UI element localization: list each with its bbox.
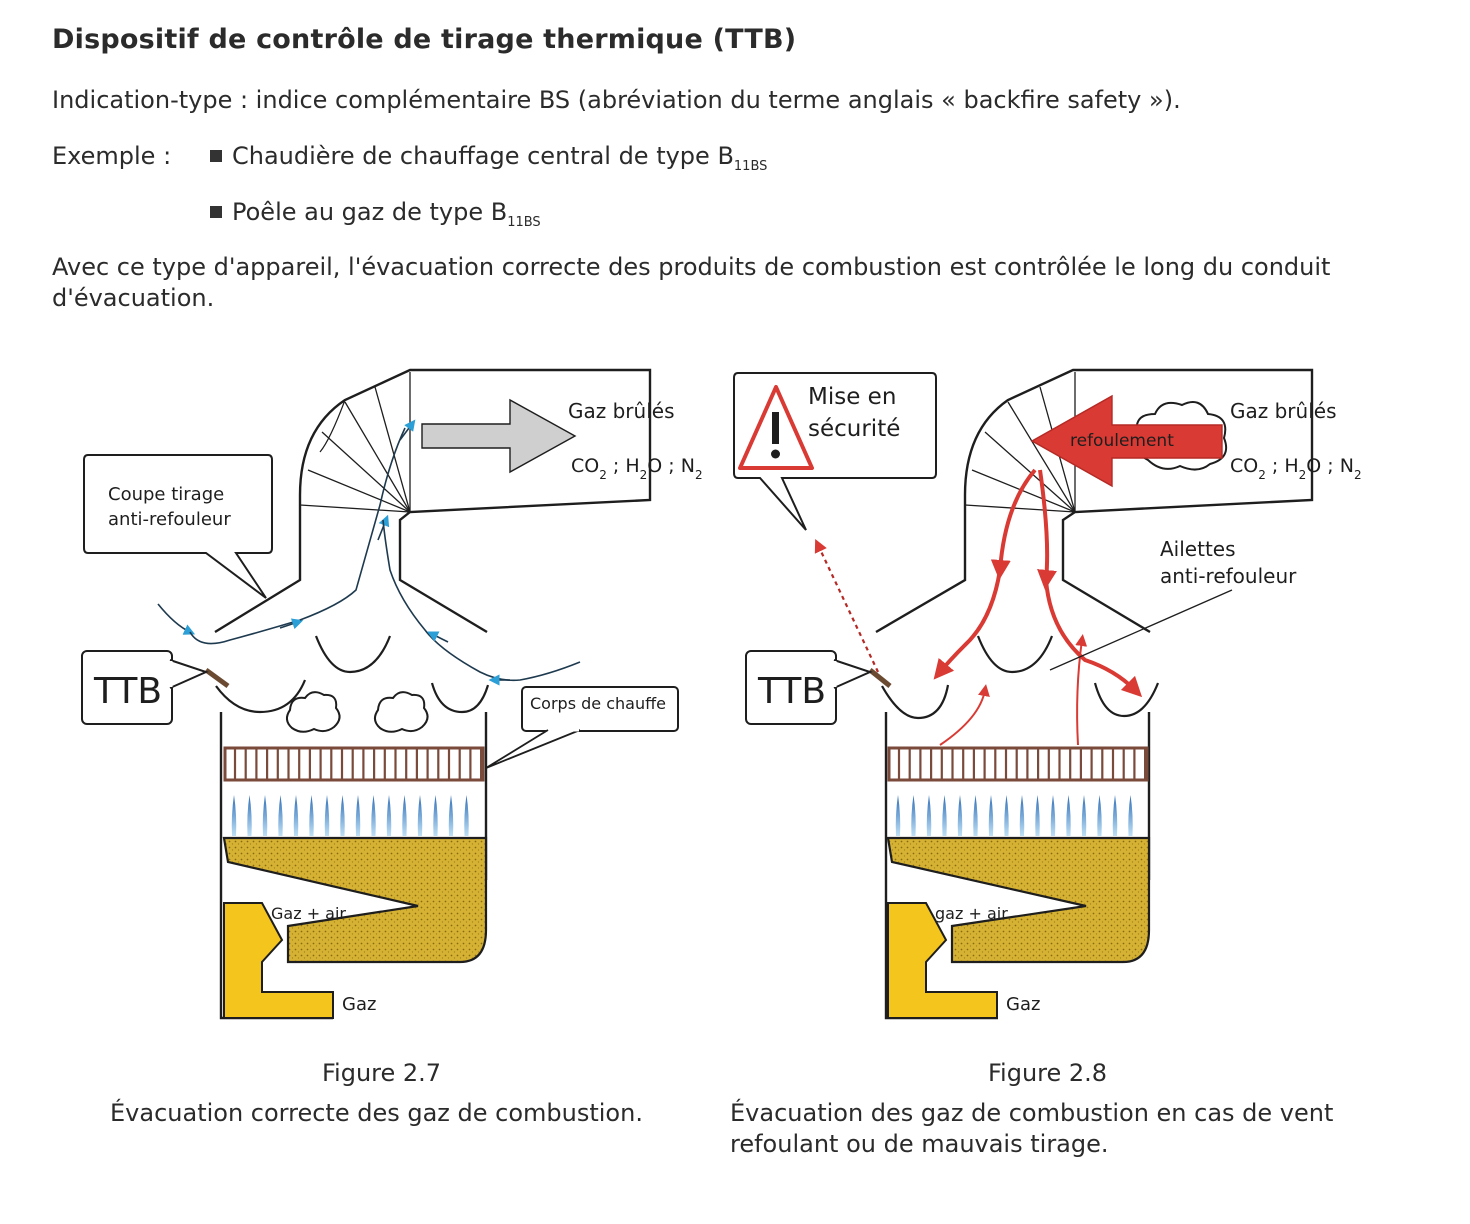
flame-icon bbox=[247, 795, 252, 836]
bullet-icon bbox=[210, 206, 222, 218]
flame-icon bbox=[433, 795, 438, 836]
indication-type: Indication-type : indice complémentaire … bbox=[52, 86, 1181, 114]
flame-icon bbox=[957, 795, 963, 836]
flame-icon bbox=[895, 795, 901, 836]
label-corps-chauffe: Corps de chauffe bbox=[530, 694, 666, 713]
flame-icon bbox=[262, 795, 268, 836]
cloud-icon bbox=[286, 691, 429, 733]
bullet-icon bbox=[210, 150, 222, 162]
flame-icon bbox=[231, 795, 237, 836]
flame-icon bbox=[278, 795, 283, 836]
exhaust-arrow-icon bbox=[421, 398, 577, 474]
flame-icon bbox=[371, 795, 376, 836]
flame-icon bbox=[1128, 795, 1133, 836]
flame-icon bbox=[402, 795, 407, 836]
burner-body bbox=[222, 836, 488, 964]
figure-2-8-caption-line2: refoulant ou de mauvais tirage. bbox=[730, 1130, 1109, 1158]
backflow-lines-thin bbox=[939, 634, 1088, 746]
label-anti-refouleur: anti-refouleur bbox=[1160, 564, 1297, 588]
ttb-sensor bbox=[868, 668, 892, 688]
flame-icon bbox=[1097, 795, 1102, 836]
figure-2-8: Mise en sécurité refoulement Gaz brûlés … bbox=[733, 368, 1362, 1020]
heat-exchanger bbox=[223, 746, 485, 782]
backflow-arrow-icon bbox=[1030, 394, 1223, 488]
label-mise-en: Mise en bbox=[808, 384, 896, 410]
flow-lines bbox=[157, 419, 581, 686]
label-ttb: TTB bbox=[93, 671, 162, 712]
burner-body bbox=[886, 836, 1151, 964]
label-securite: sécurité bbox=[808, 416, 900, 442]
flame-icon bbox=[988, 795, 994, 836]
backflow-lines bbox=[933, 468, 1143, 698]
anti-backflow-fins bbox=[299, 372, 411, 513]
flame-icon bbox=[1081, 795, 1087, 836]
figure-2-7-number: Figure 2.7 bbox=[322, 1059, 442, 1087]
burner-flames bbox=[895, 795, 1133, 836]
flame-icon bbox=[293, 795, 299, 836]
callout-coupe-tirage bbox=[83, 454, 273, 599]
flame-icon bbox=[1004, 795, 1009, 836]
label-gaz: Gaz bbox=[1006, 994, 1040, 1015]
label-gaz-air: Gaz + air bbox=[271, 904, 346, 923]
figure-2-7: Coupe tirage anti-refouleur TTB Corps de… bbox=[81, 368, 703, 1020]
heat-exchanger bbox=[887, 746, 1149, 782]
flame-icon bbox=[340, 795, 345, 836]
gas-pipe bbox=[887, 902, 998, 1019]
callout-mise-en-securite bbox=[733, 372, 937, 531]
page-title: Dispositif de contrôle de tirage thermiq… bbox=[52, 24, 797, 55]
label-gaz-brules: Gaz brûlés bbox=[568, 399, 674, 423]
label-anti-refouleur: anti-refouleur bbox=[108, 509, 231, 530]
flame-icon bbox=[464, 795, 469, 836]
flame-icon bbox=[1050, 795, 1056, 836]
flame-icon bbox=[1112, 795, 1118, 836]
gas-pipe bbox=[223, 902, 334, 1019]
flame-icon bbox=[1066, 795, 1071, 836]
ttb-sensor bbox=[204, 667, 230, 689]
leader-line bbox=[1049, 589, 1233, 671]
figure-2-8-number: Figure 2.8 bbox=[988, 1059, 1108, 1087]
flame-icon bbox=[448, 795, 454, 836]
intro-paragraph: Avec ce type d'appareil, l'évacuation co… bbox=[52, 253, 1331, 312]
example-label: Exemple : bbox=[52, 142, 172, 170]
figure-2-7-caption: Évacuation correcte des gaz de combustio… bbox=[110, 1099, 643, 1127]
flame-icon bbox=[417, 795, 423, 836]
label-formula: CO2 ; H2O ; N2 bbox=[571, 455, 703, 482]
flame-icon bbox=[1019, 795, 1025, 836]
example-item: Chaudière de chauffage central de type B… bbox=[210, 142, 767, 174]
callout-corps-chauffe bbox=[485, 686, 679, 769]
burner-flames bbox=[231, 795, 469, 836]
flue-outline bbox=[214, 368, 652, 634]
flame-icon bbox=[324, 795, 330, 836]
label-gaz: Gaz bbox=[342, 994, 376, 1015]
flame-icon bbox=[355, 795, 361, 836]
flame-icon bbox=[309, 795, 314, 836]
flame-icon bbox=[911, 795, 916, 836]
callout-ttb bbox=[81, 650, 209, 725]
figure-2-8-caption-line1: Évacuation des gaz de combustion en cas … bbox=[730, 1099, 1334, 1127]
flame-icon bbox=[386, 795, 392, 836]
flame-icon bbox=[942, 795, 947, 836]
label-ttb: TTB bbox=[757, 671, 826, 712]
flame-icon bbox=[926, 795, 932, 836]
label-coupe-tirage: Coupe tirage bbox=[108, 484, 224, 505]
flame-icon bbox=[1035, 795, 1040, 836]
baffles bbox=[215, 635, 490, 714]
label-gaz-air: gaz + air bbox=[935, 904, 1008, 923]
label-ailettes: Ailettes bbox=[1160, 537, 1236, 561]
label-gaz-brules: Gaz brûlés bbox=[1230, 399, 1336, 423]
flame-icon bbox=[973, 795, 978, 836]
example-item: Poêle au gaz de type B11BS bbox=[210, 198, 541, 230]
label-formula: CO2 ; H2O ; N2 bbox=[1230, 455, 1362, 482]
callout-ttb bbox=[745, 650, 873, 725]
baffles bbox=[881, 635, 1160, 720]
label-refoulement: refoulement bbox=[1070, 431, 1174, 451]
flue-outline bbox=[875, 368, 1314, 634]
